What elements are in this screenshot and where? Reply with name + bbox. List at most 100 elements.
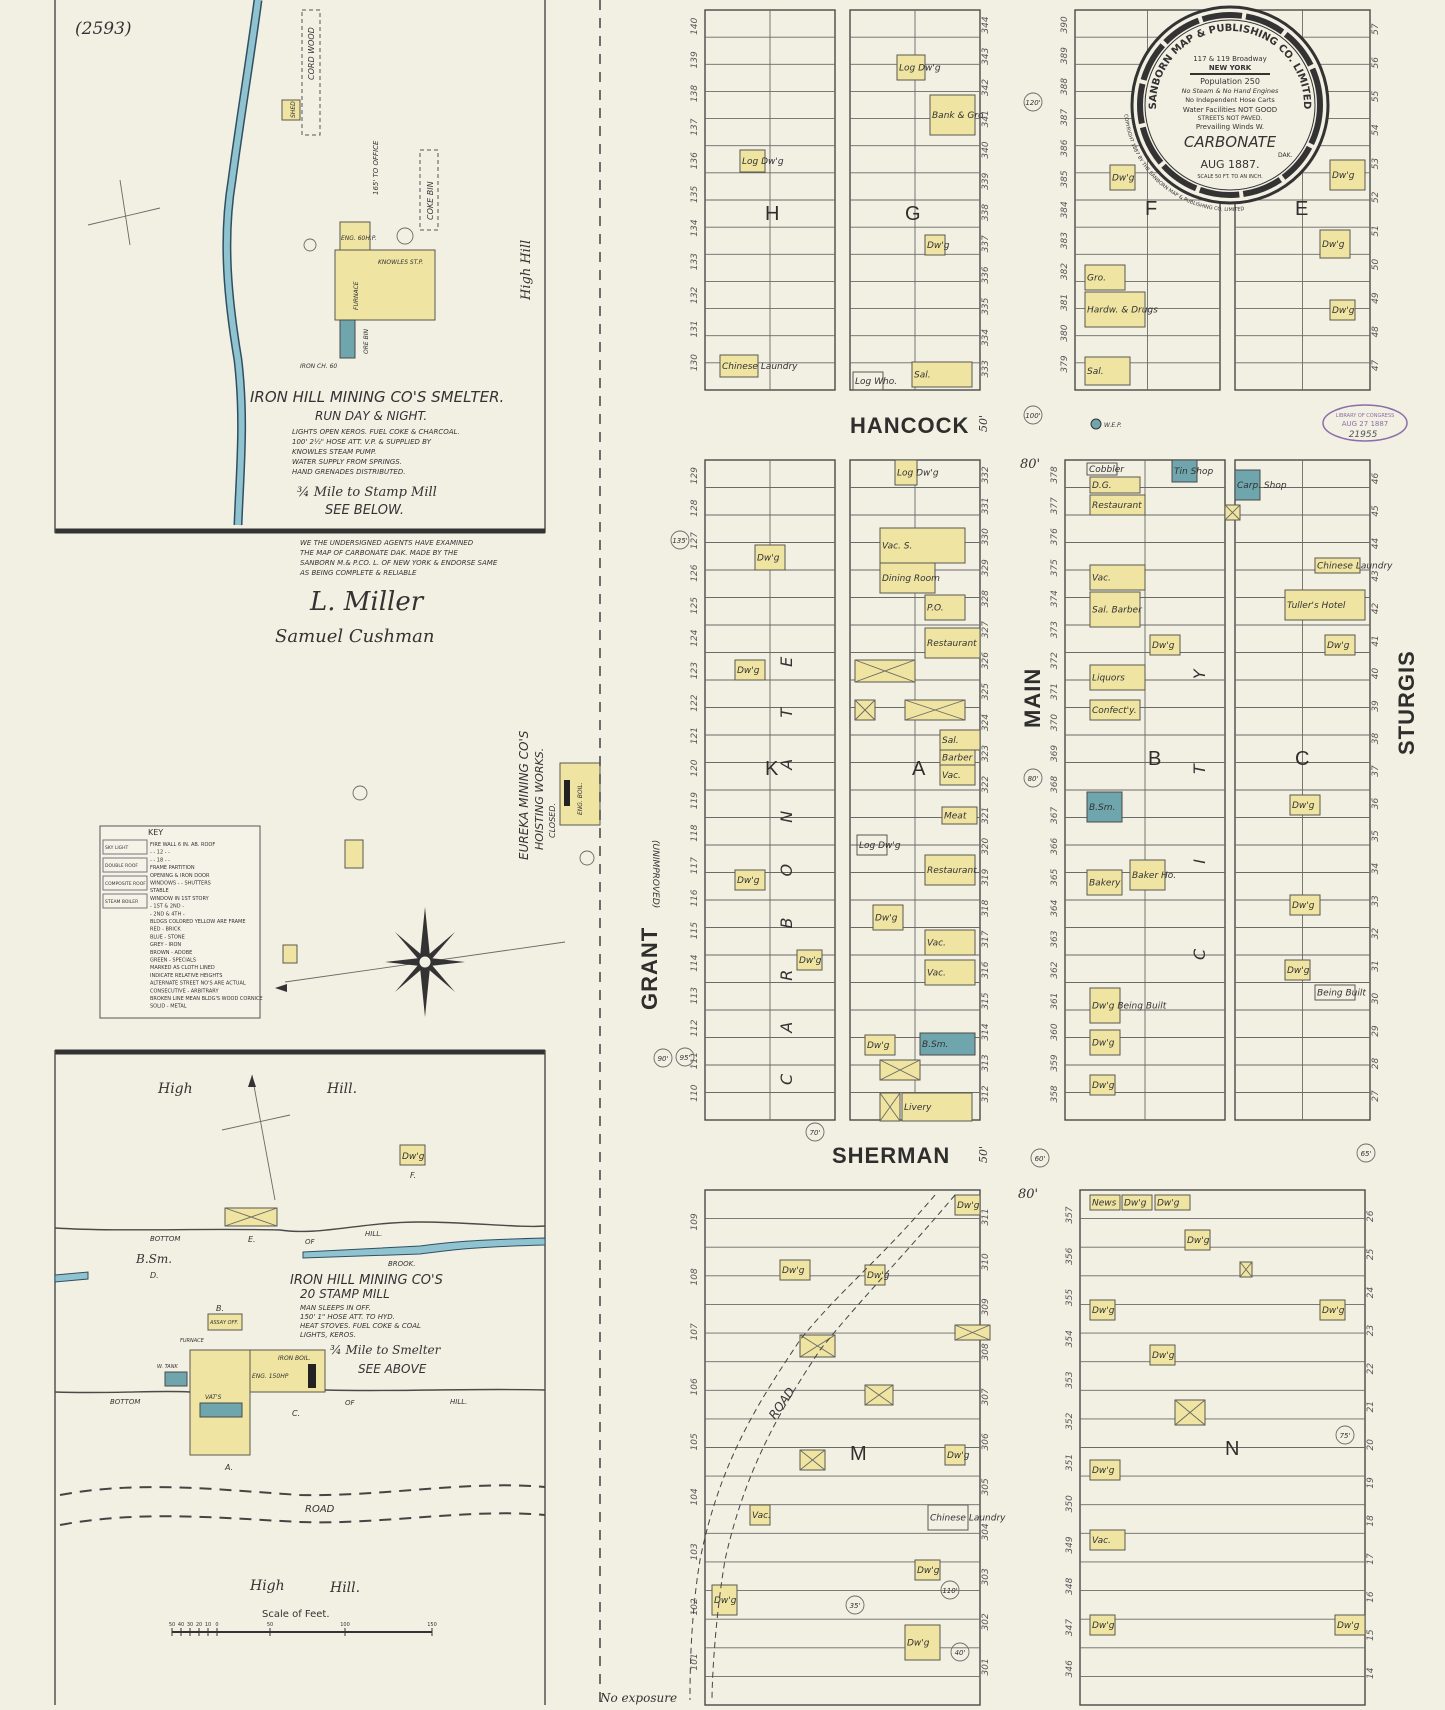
- building: Vac.: [749, 1504, 771, 1526]
- building: Restaurant: [924, 854, 977, 886]
- stable: [854, 659, 916, 683]
- seal-address: 117 & 119 Broadway: [1193, 55, 1267, 63]
- building: D.G.: [1089, 476, 1141, 494]
- lot-numbers: 1301311321331341351361371381391403333343…: [690, 16, 1381, 1679]
- elevation-value: 70': [810, 1129, 821, 1137]
- building-label: Dw'g: [867, 1271, 890, 1281]
- building-label: Dw'g: [1112, 174, 1135, 184]
- lot-number: 125: [690, 597, 700, 614]
- building-label: Liquors: [1092, 674, 1125, 684]
- lot-number: 54: [1371, 124, 1381, 136]
- building: Sal.: [1084, 356, 1131, 386]
- lot-number: 341: [981, 110, 991, 127]
- lot-number: 364: [1050, 899, 1060, 916]
- lot-number: 117: [690, 857, 700, 874]
- building-label: Dw'g: [1092, 1306, 1115, 1316]
- lot-number: 137: [690, 118, 700, 135]
- lot-number: 385: [1060, 170, 1070, 187]
- building: Dw'g: [1289, 794, 1321, 816]
- lot-number: 368: [1050, 776, 1060, 793]
- lot-number: 347: [1065, 1619, 1075, 1636]
- building: Dining Room: [879, 562, 940, 594]
- lot-number: 378: [1050, 466, 1060, 483]
- elevation-marker: 40': [950, 1642, 970, 1662]
- lot-number: 320: [981, 837, 991, 854]
- north-arrow-cross: [119, 179, 131, 246]
- city-vertical-label: C I T Y: [1190, 629, 1209, 960]
- lot-number: 118: [690, 824, 700, 841]
- cert-line: WE THE UNDERSIGNED AGENTS HAVE EXAMINED: [300, 539, 474, 547]
- eureka-subtitle: HOISTING WORKS.: [533, 748, 546, 850]
- high-hill-label: Hill.: [326, 1081, 357, 1097]
- lot-number: 388: [1060, 78, 1070, 95]
- building: Dw'g: [1109, 164, 1136, 191]
- lot-number: 49: [1371, 292, 1381, 304]
- street-width: 50': [977, 415, 990, 432]
- lot-number: 301: [981, 1658, 991, 1675]
- building-footprint: [1089, 1074, 1116, 1096]
- building-label: Dw'g: [1287, 966, 1310, 976]
- elevation-marker: 95': [675, 1047, 695, 1067]
- elevation-value: 95': [680, 1054, 691, 1062]
- building-footprint: [924, 594, 966, 621]
- key-item: STABLE: [150, 888, 169, 894]
- lot-number: 39: [1371, 700, 1381, 712]
- building-footprint: [1234, 469, 1261, 501]
- building: News: [1089, 1194, 1121, 1211]
- high-hill-label: High Hill: [519, 240, 534, 301]
- lot-number: 50: [1371, 259, 1381, 271]
- building-label: Cobbler: [1089, 465, 1125, 475]
- lot-number: 114: [690, 954, 700, 971]
- creek-water: [223, 0, 261, 526]
- eureka-hoisting-works: EUREKA MINING CO'S HOISTING WORKS. CLOSE…: [282, 730, 601, 964]
- lot-number: 133: [690, 253, 700, 270]
- brook-segment: [54, 1271, 89, 1283]
- building: Confect'y.: [1089, 699, 1141, 721]
- building: Bakery: [1086, 869, 1123, 896]
- key-item: ALTERNATE STREET NO'S ARE ACTUAL: [150, 981, 246, 987]
- lot-number: 101: [690, 1653, 700, 1670]
- building-footprint: [1089, 699, 1141, 721]
- building: Log Who.: [852, 371, 897, 391]
- building: Dw'g: [796, 949, 823, 971]
- lot-number: 129: [690, 467, 700, 484]
- lot-number: 352: [1065, 1412, 1075, 1429]
- building-label: Livery: [904, 1103, 932, 1113]
- building-footprint: [901, 1092, 973, 1122]
- key-item: WINDOW IN 1ST STORY: [150, 896, 210, 902]
- building: Hardw. & Drugs: [1084, 291, 1158, 328]
- building-label: Dw'g: [917, 1566, 940, 1576]
- smelter-notes: LIGHTS OPEN KEROS. FUEL COKE & CHARCOAL.…: [292, 428, 460, 476]
- eureka-building: [559, 762, 601, 826]
- building: Being Built: [1314, 984, 1366, 1001]
- building-label: Dw'g: [1092, 1039, 1115, 1049]
- building-footprint: [754, 544, 786, 571]
- elevation-value: 120': [1025, 99, 1040, 107]
- lot-number: 371: [1050, 683, 1060, 700]
- north-arrow-head: [248, 1075, 256, 1087]
- lot-number: 135: [690, 186, 700, 203]
- lot-number: 376: [1050, 528, 1060, 545]
- coke-bin: [419, 149, 439, 231]
- key-item: RED - BRICK: [150, 927, 181, 933]
- lot-number: 373: [1050, 621, 1060, 638]
- lot-number: 332: [981, 466, 991, 483]
- building-footprint: [852, 371, 884, 391]
- brook: [302, 1237, 546, 1259]
- building-label: B.Sm.: [922, 1040, 948, 1050]
- smelter-building: [334, 249, 436, 321]
- lot-number: 380: [1060, 324, 1070, 341]
- lot-number: 358: [1050, 1085, 1060, 1102]
- assay-label: ASSAY OFF.: [209, 1320, 238, 1326]
- lot-number: 344: [981, 16, 991, 33]
- lot-number: 112: [690, 1019, 700, 1036]
- lot-number: 309: [981, 1298, 991, 1315]
- key-symbol-label: SKY LIGHT: [105, 845, 129, 851]
- vats-label: VAT'S: [205, 1394, 222, 1401]
- building-footprint: [1314, 557, 1361, 574]
- building: Dw'g: [864, 1264, 890, 1286]
- building: Dw'g: [779, 1259, 811, 1281]
- furnace-label: FURNACE: [353, 281, 360, 310]
- signature-miller: L. Miller: [309, 587, 425, 617]
